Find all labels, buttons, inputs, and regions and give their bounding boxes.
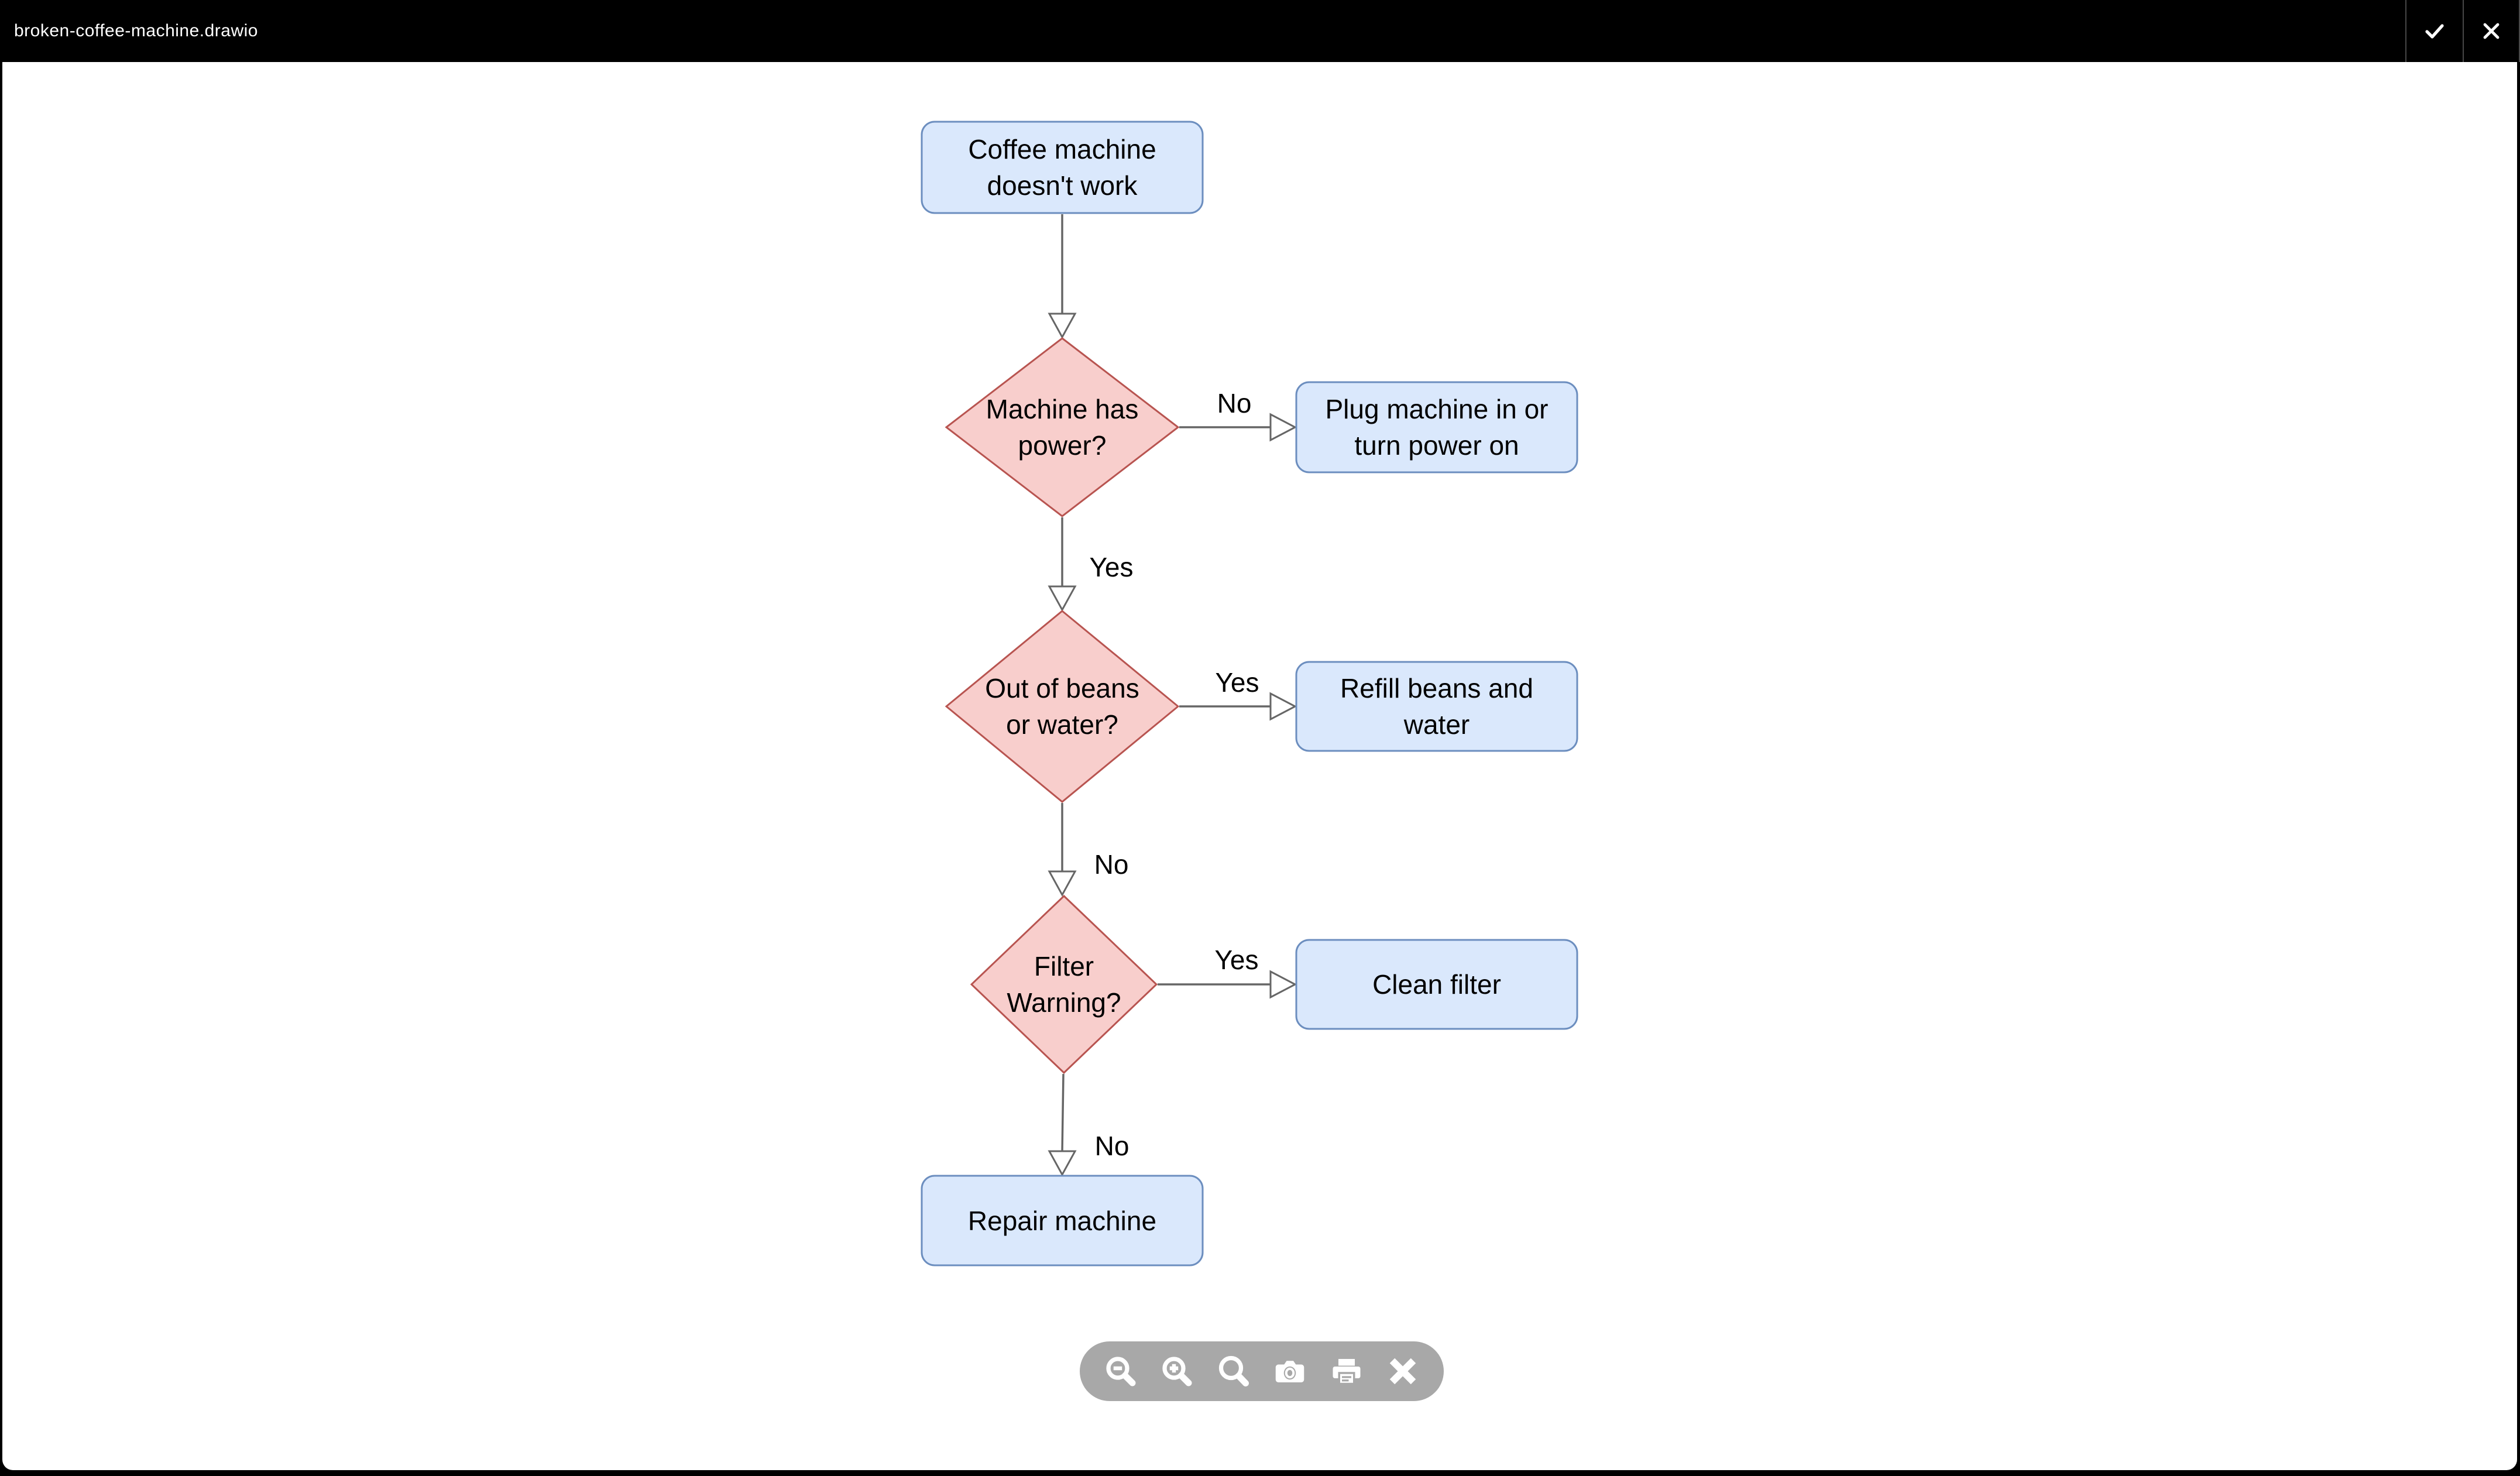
process-shape xyxy=(1295,661,1578,752)
arrowhead-icon xyxy=(1048,585,1077,612)
magnifier-icon xyxy=(1218,1355,1249,1387)
decision-shape xyxy=(945,610,1179,803)
arrowhead-icon xyxy=(1269,970,1297,999)
connectors-layer xyxy=(1048,214,1297,1177)
node-label: Repair machine xyxy=(967,1205,1157,1236)
close-viewer-button[interactable] xyxy=(1384,1353,1422,1390)
titlebar: broken-coffee-machine.drawio xyxy=(0,0,2520,62)
zoom-out-icon xyxy=(1106,1357,1136,1386)
node-filter-warning: Filter Warning? xyxy=(970,895,1158,1074)
edge-label-yes: Yes xyxy=(1215,667,1259,698)
close-window-button[interactable] xyxy=(2463,0,2520,62)
titlebar-actions xyxy=(2405,0,2520,62)
node-repair: Repair machine xyxy=(921,1175,1204,1266)
node-refill: Refill beans and water xyxy=(1295,661,1578,752)
process-shape xyxy=(1295,381,1578,473)
filename-title: broken-coffee-machine.drawio xyxy=(14,21,258,40)
zoom-in-icon xyxy=(1162,1357,1192,1386)
node-clean-filter: Clean filter xyxy=(1295,939,1578,1030)
node-start: Coffee machine doesn't work xyxy=(921,121,1204,214)
node-label: Coffee machine doesn't work xyxy=(968,134,1156,201)
node-label: Machine has power? xyxy=(986,394,1139,461)
edge-label-no: No xyxy=(1094,1131,1129,1161)
node-label: Plug machine in or turn power on xyxy=(1325,394,1549,461)
viewer-toolbar xyxy=(1080,1341,1444,1401)
process-shape xyxy=(1295,939,1578,1030)
decision-shape xyxy=(970,895,1158,1074)
edge-label-yes: Yes xyxy=(1089,552,1134,582)
close-icon xyxy=(1389,1358,1416,1385)
process-shape xyxy=(921,121,1204,214)
diagram-canvas[interactable]: Coffee machine doesn't work Machine has … xyxy=(2,62,2517,1470)
print-icon xyxy=(1333,1359,1361,1385)
node-has-power: Machine has power? xyxy=(945,337,1179,517)
node-label: Clean filter xyxy=(1372,969,1501,1000)
zoom-in-button[interactable] xyxy=(1158,1353,1196,1390)
zoom-out-button[interactable] xyxy=(1102,1353,1139,1390)
snapshot-button[interactable] xyxy=(1271,1353,1309,1390)
close-icon xyxy=(2483,23,2500,39)
arrowhead-icon xyxy=(1048,870,1077,897)
edge-label-no: No xyxy=(1094,849,1129,880)
arrowhead-icon xyxy=(1269,692,1297,721)
arrowhead-icon xyxy=(1269,413,1297,442)
reset-zoom-button[interactable] xyxy=(1215,1353,1252,1390)
arrowhead-icon xyxy=(1048,1150,1077,1177)
process-shape xyxy=(921,1175,1204,1266)
edge-label-no: No xyxy=(1217,388,1252,418)
edge-label-yes: Yes xyxy=(1214,945,1259,975)
arrowhead-icon xyxy=(1048,313,1077,339)
node-out-of-beans: Out of beans or water? xyxy=(945,610,1179,803)
node-label: Out of beans or water? xyxy=(985,673,1139,740)
node-plug-in: Plug machine in or turn power on xyxy=(1295,381,1578,473)
node-label: Filter Warning? xyxy=(1007,951,1121,1018)
camera-icon xyxy=(1275,1361,1304,1382)
connector-filter-repair xyxy=(1061,1073,1065,1153)
print-button[interactable] xyxy=(1328,1353,1365,1390)
confirm-button[interactable] xyxy=(2405,0,2463,62)
check-icon xyxy=(2425,24,2444,39)
node-label: Refill beans and water xyxy=(1340,673,1533,740)
decision-shape xyxy=(945,337,1179,517)
